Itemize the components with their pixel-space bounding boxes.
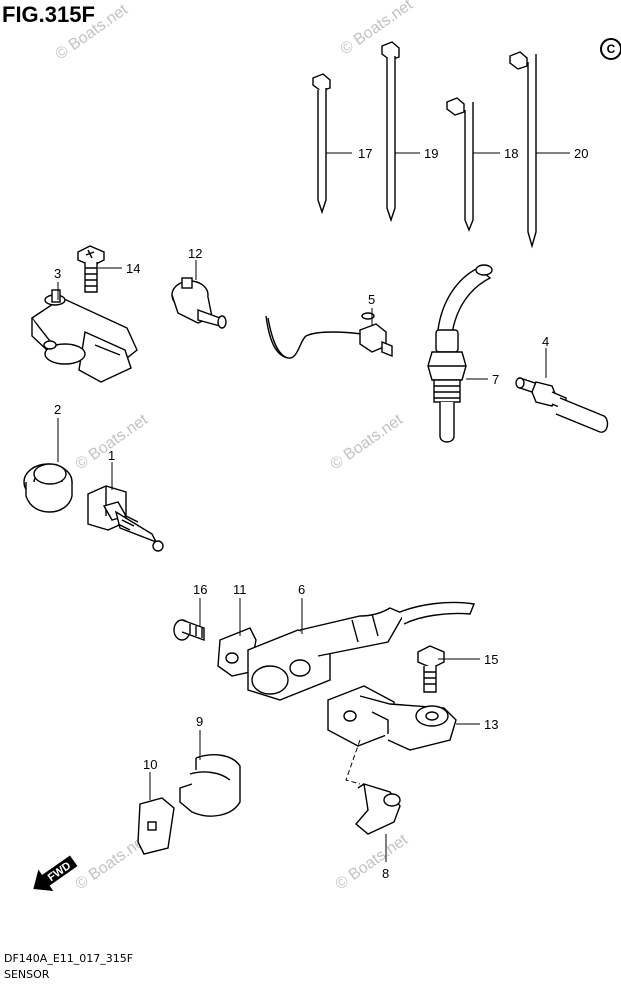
bolt-16 (173, 619, 205, 641)
callout-6: 6 (298, 582, 305, 597)
callout-3: 3 (54, 266, 61, 281)
bolt-14 (77, 245, 105, 293)
callout-17: 17 (358, 146, 372, 161)
pressure-switch-12 (171, 277, 227, 329)
callout-8: 8 (382, 866, 389, 881)
watermark-layer: © Boats.net © Boats.net © Boats.net © Bo… (53, 0, 417, 893)
clamp-9 (179, 754, 241, 817)
figure-caption: SENSOR (4, 968, 50, 981)
cable-tie-18 (446, 97, 474, 232)
callout-11: 11 (233, 582, 247, 597)
figure-title: FIG.315F (2, 2, 95, 27)
callout-4: 4 (542, 334, 549, 349)
cable-tie-17 (312, 73, 331, 215)
temperature-sensor-4 (515, 377, 609, 433)
assembly-leader (345, 739, 361, 785)
bracket-11 (217, 627, 257, 677)
sensor-plate-8 (355, 783, 401, 835)
watermark-text: © Boats.net (333, 831, 412, 893)
callout-12: 12 (188, 246, 202, 261)
knock-sensor-5 (265, 312, 393, 359)
watermark-text: © Boats.net (53, 1, 132, 63)
crank-position-sensor-6 (247, 601, 475, 701)
model-code: DF140A_E11_017_315F (4, 952, 134, 965)
callout-18: 18 (504, 146, 518, 161)
bolt-15 (417, 645, 445, 693)
map-sensor-3 (30, 289, 138, 383)
callout-9: 9 (196, 714, 203, 729)
callout-2: 2 (54, 402, 61, 417)
callout-13: 13 (484, 717, 498, 732)
callout-labels: 17 19 18 20 3 14 12 5 7 4 2 1 16 11 6 15… (54, 146, 588, 881)
sensor-bracket-13 (327, 685, 457, 751)
leader-lines (57, 152, 570, 862)
callout-20: 20 (574, 146, 588, 161)
callout-5: 5 (368, 292, 375, 307)
watermark-text: © Boats.net (328, 411, 407, 473)
callout-1: 1 (108, 448, 115, 463)
cable-tie-20 (509, 51, 537, 249)
watermark-text: © Boats.net (338, 0, 417, 58)
fwd-arrow-icon: FWD (33, 855, 78, 892)
callout-7: 7 (492, 372, 499, 387)
callout-15: 15 (484, 652, 498, 667)
callout-16: 16 (193, 582, 207, 597)
callout-10: 10 (143, 757, 157, 772)
grommet-2 (23, 463, 73, 513)
callout-14: 14 (126, 261, 140, 276)
cable-tie-19 (381, 41, 400, 223)
temperature-sensor-1 (87, 485, 164, 552)
clip-10 (137, 797, 175, 855)
callout-19: 19 (424, 146, 438, 161)
oxygen-sensor-7 (427, 264, 493, 443)
